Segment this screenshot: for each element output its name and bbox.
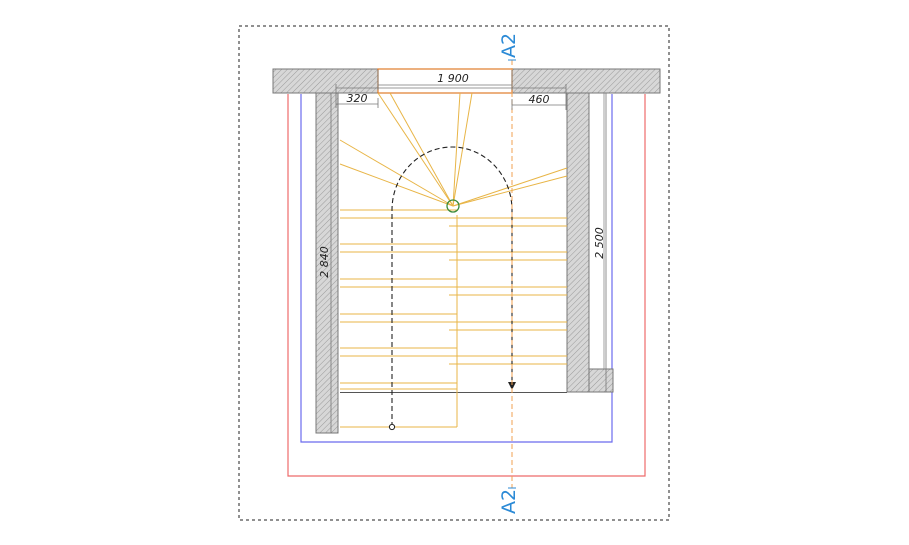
winder-line-6 [452, 167, 568, 207]
dimension-320-label: 320 [347, 92, 368, 105]
outer-frame [238, 25, 670, 521]
winder-lines [339, 92, 568, 207]
stair-boundary [340, 392, 567, 393]
winder-line-5 [452, 92, 473, 207]
top-wall-left [272, 68, 379, 94]
offset-outline-blue [300, 94, 613, 443]
section-mark-bottom: A2 [498, 489, 520, 514]
walk-line-arrow [508, 382, 516, 390]
right-wall-end [588, 368, 614, 393]
dimension-top-label: 1 900 [437, 72, 469, 85]
winder-line-2 [377, 92, 454, 207]
section-mark-top: A2 [498, 33, 520, 58]
right-wall [566, 92, 590, 393]
dimension-top [377, 70, 513, 90]
top-wall-right [511, 68, 661, 94]
winder-line-3 [389, 92, 454, 207]
winder-center [446, 199, 460, 213]
stair-treads [340, 209, 567, 390]
dimension-460-label: 460 [529, 93, 550, 106]
walk-line [391, 146, 513, 427]
winder-line-4 [452, 92, 461, 207]
offset-outline-red [287, 94, 646, 477]
dimension-460 [511, 84, 567, 110]
dimension-2500 [601, 92, 611, 393]
dimension-320 [335, 84, 566, 108]
winder-line-7 [452, 175, 568, 207]
walk-line-start [388, 423, 396, 431]
winder-line-0 [339, 139, 454, 207]
dimension-2500-label: 2 500 [593, 227, 606, 259]
dimension-2840-label: 2 840 [318, 246, 331, 278]
dimension-2840 [326, 92, 336, 434]
